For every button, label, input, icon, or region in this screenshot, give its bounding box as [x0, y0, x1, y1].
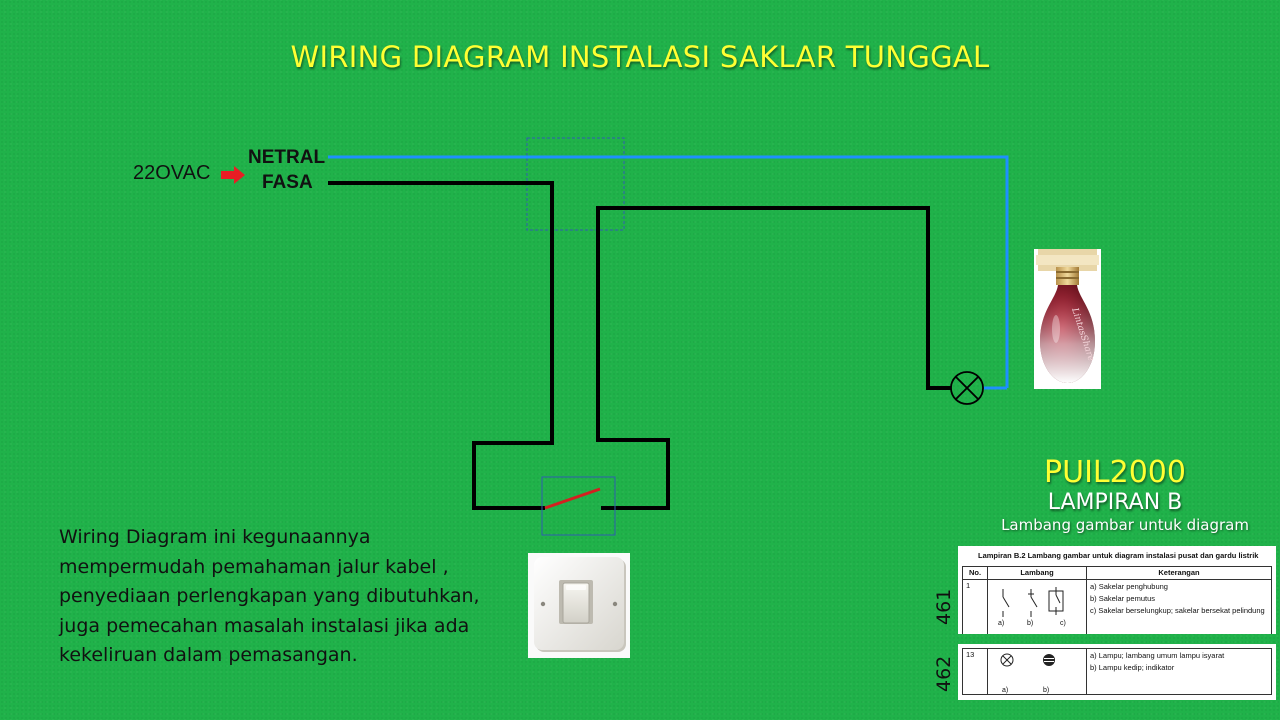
fasa-label: FASA [262, 172, 313, 193]
netral-wire [328, 155, 1009, 388]
diagram-title: WIRING DIAGRAM INSTALASI SAKLAR TUNGGAL [290, 40, 990, 74]
keterangan-line: a) Lampu; lambang umum lampu isyarat [1090, 651, 1225, 660]
lampiran-subtitle: Lambang gambar untuk diagram [1001, 516, 1249, 534]
light-bulb-image: LintasShare [1034, 249, 1101, 389]
puil-heading: PUIL2000 [1044, 455, 1186, 490]
page-number-461: 461 [933, 588, 955, 625]
column-header-lambang: Lambang [987, 566, 1087, 580]
description-line: mempermudah pemahaman jalur kabel , [59, 555, 449, 578]
row-number: 13 [962, 648, 988, 695]
symbol-label-b: b) [1043, 687, 1050, 694]
symbol-table-switches: Lampiran B.2 Lambang gambar untuk diagra… [958, 546, 1276, 634]
switch-symbol-icon [541, 476, 616, 536]
column-header-keterangan: Keterangan [1086, 566, 1272, 580]
symbol-label-a: a) [998, 620, 1005, 627]
description-line: penyediaan perlengkapan yang dibutuhkan, [59, 585, 480, 607]
keterangan-cell: a) Lampu; lambang umum lampu isyarat b) … [1086, 648, 1272, 695]
supply-arrow-icon [221, 166, 245, 184]
symbol-table-lamps: 13 a) b) a) Lampu; lambang umum lampu is… [958, 644, 1276, 700]
symbol-label-c: c) [1060, 620, 1066, 627]
lamp-symbols-icon [1000, 653, 1055, 667]
switch-symbols-icon [1002, 587, 1064, 617]
fasa-wire [328, 181, 554, 510]
description-line: kekeliruan dalam pemasangan. [59, 644, 358, 666]
keterangan-line: b) Lampu kedip; indikator [1090, 663, 1175, 672]
description-line: Wiring Diagram ini kegunaannya [59, 526, 371, 548]
table-heading: Lampiran B.2 Lambang gambar untuk diagra… [978, 551, 1259, 560]
symbol-label-a: a) [1002, 687, 1009, 694]
wall-switch-image [528, 553, 630, 658]
keterangan-line: c) Sakelar berselungkup; sakelar berseka… [1090, 606, 1265, 615]
lamp-symbol-icon [950, 371, 984, 405]
symbol-label-b: b) [1027, 620, 1034, 627]
switched-wire [596, 206, 951, 510]
lamp-symbols: a) b) [987, 648, 1087, 695]
column-header-no: No. [962, 566, 988, 580]
keterangan-line: a) Sakelar penghubung [1090, 582, 1168, 591]
lampiran-heading: LAMPIRAN B [1047, 490, 1183, 515]
row-number: 1 [962, 579, 988, 634]
description-line: juga pemecahan masalah instalasi jika ad… [59, 614, 470, 637]
keterangan-cell: a) Sakelar penghubung b) Sakelar pemutus… [1086, 579, 1272, 634]
netral-label: NETRAL [248, 147, 326, 168]
description-text: Wiring Diagram ini kegunaannya mempermud… [59, 523, 509, 671]
page-number-462: 462 [933, 655, 955, 692]
switch-symbols: a) b) c) [987, 579, 1087, 634]
keterangan-line: b) Sakelar pemutus [1090, 594, 1156, 603]
voltage-label: 22OVAC [133, 162, 211, 184]
